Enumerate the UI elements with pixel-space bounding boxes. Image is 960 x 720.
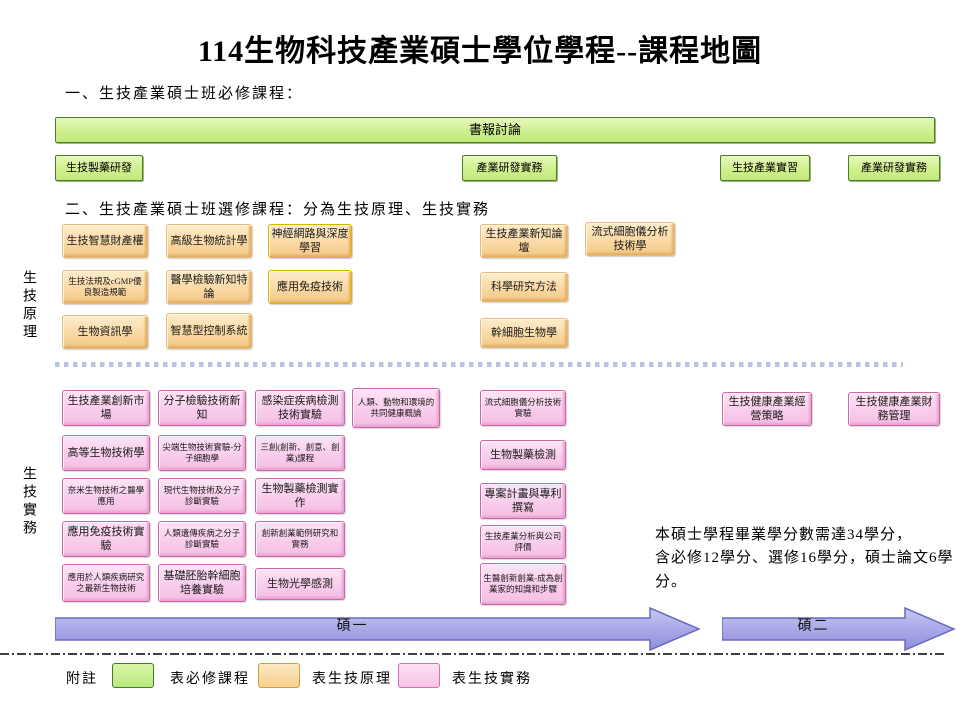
legend-swatch-required: [112, 663, 154, 688]
course-box-practice: 感染症疾病檢測技術實驗: [255, 390, 345, 426]
course-box-principle: 生技智慧財產權: [62, 224, 148, 258]
course-box-practice: 人類遺傳疾病之分子診斷實驗: [158, 521, 246, 557]
course-box-required: 生技產業實習: [720, 155, 810, 181]
course-box-practice: 高等生物技術學: [62, 435, 150, 471]
required-section-heading: 一、生技產業碩士班必修課程：: [65, 86, 304, 102]
credits-note-line1: 本碩士學程畢業學分數需達34學分，: [655, 527, 913, 543]
course-box-practice: 奈米生物技術之醫學應用: [62, 478, 150, 514]
course-box-practice: 現代生物技術及分子診斷實驗: [158, 478, 246, 514]
legend-title: 附註: [66, 672, 98, 687]
legend-required-label: 表必修課程: [170, 672, 250, 687]
legend-swatch-practice: [398, 663, 440, 688]
course-box-practice: 生技健康產業經營策略: [722, 392, 812, 426]
course-box-practice: 生物製藥檢測: [480, 440, 566, 470]
course-box-practice: 生技產業分析與公司評價: [480, 525, 566, 559]
course-box-practice: 三創(創新、創意、創業)課程: [255, 435, 345, 471]
course-box-required: 產業研發實務: [848, 155, 940, 181]
practice-group-label: 生技實務: [21, 466, 36, 538]
year2-arrow-label: 碩二: [797, 619, 830, 634]
section-divider-dotted: [55, 362, 903, 367]
course-box-practice: 專案計畫與專利撰寫: [480, 483, 566, 519]
course-box-practice: 生技健康產業財務管理: [848, 392, 940, 426]
page-title: 114生物科技產業碩士學位學程--課程地圖: [197, 35, 763, 68]
course-box-practice: 分子檢驗技術新知: [158, 390, 246, 426]
course-box-principle: 流式細胞儀分析技術學: [585, 222, 675, 256]
elective-section-heading: 二、生技產業碩士班選修課程：分為生技原理、生技實務: [65, 202, 491, 218]
course-box-principle: 醫學檢驗新知特論: [166, 270, 252, 304]
course-box-principle: 生技法規及cGMP優良製造規範: [62, 270, 148, 304]
course-box-principle: 生物資訊學: [62, 315, 148, 349]
course-box-principle: 智慧型控制系統: [166, 313, 252, 349]
course-box-principle: 高級生物統計學: [166, 224, 252, 258]
principle-group-label: 生技原理: [21, 270, 36, 342]
legend-swatch-principle: [258, 663, 300, 688]
course-box-practice: 人類、動物和環境的共同健康概論: [352, 388, 440, 428]
course-box-practice: 基礎胚胎幹細胞培養實驗: [158, 564, 246, 602]
course-box-practice: 尖端生物技術實驗-分子細胞學: [158, 435, 246, 471]
legend-practice-label: 表生技實務: [452, 672, 532, 687]
course-box-practice: 創新創業範例研究和實務: [255, 521, 345, 557]
course-box-seminar: 書報討論: [55, 117, 935, 143]
course-box-practice: 流式細胞儀分析技術實驗: [480, 390, 566, 426]
footer-divider: [0, 653, 945, 655]
course-box-required: 生技製藥研發: [55, 155, 143, 181]
course-box-practice: 生技產業創新市場: [62, 390, 150, 426]
course-box-principle: 生技產業新知論壇: [480, 224, 568, 258]
credits-note: 本碩士學程畢業學分數需達34學分， 含必修12學分、選修16學分，碩士論文6學分…: [655, 524, 960, 594]
year1-arrow: [55, 607, 700, 651]
course-box-practice: 生物光學感測: [255, 568, 345, 600]
course-box-principle: 科學研究方法: [480, 272, 568, 302]
course-box-practice: 應用於人類疾病研究之最新生物技術: [62, 564, 150, 602]
year1-arrow-label: 碩一: [336, 619, 369, 634]
course-box-practice: 生醫創新創業-成為創業家的知識和步驟: [480, 563, 566, 605]
course-box-principle: 幹細胞生物學: [480, 318, 568, 348]
course-box-required: 產業研發實務: [462, 155, 557, 181]
course-box-principle: 神經網路與深度學習: [268, 224, 352, 258]
course-box-principle: 應用免疫技術: [268, 270, 352, 304]
year2-arrow: [722, 607, 956, 651]
course-box-practice: 應用免疫技術實驗: [62, 521, 150, 557]
course-box-practice: 生物製藥檢測實作: [255, 478, 345, 514]
credits-note-line2: 含必修12學分、選修16學分，碩士論文6學分。: [655, 550, 954, 590]
legend-principle-label: 表生技原理: [312, 672, 392, 687]
